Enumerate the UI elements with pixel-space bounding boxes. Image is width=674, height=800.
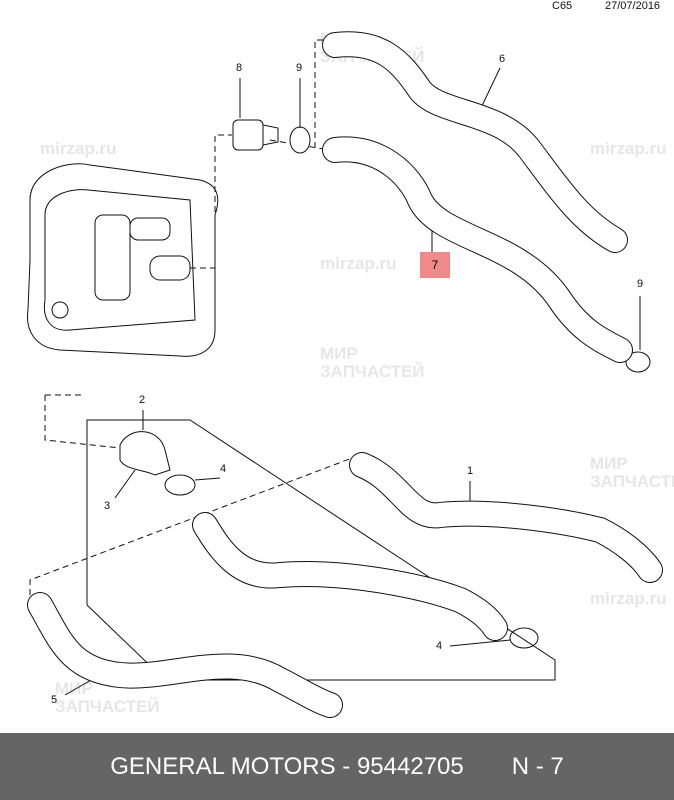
heater-core xyxy=(26,163,219,357)
callout-6: 6 xyxy=(499,53,506,65)
callout-9: 9 xyxy=(637,278,644,290)
callout-9: 9 xyxy=(296,62,303,74)
position-ref: N - 7 xyxy=(511,752,564,780)
callout-7-highlighted[interactable]: 7 xyxy=(420,252,450,278)
diagram-code: C65 xyxy=(552,0,573,12)
group-box xyxy=(86,419,556,681)
diagram-drawing xyxy=(26,0,663,718)
watermark: mirzap.ru xyxy=(590,139,667,158)
callout-8: 8 xyxy=(236,62,243,74)
watermark: mirzap.ru xyxy=(40,139,117,158)
callout-4: 4 xyxy=(220,463,227,475)
diagram-date: 27/07/2016 xyxy=(605,0,661,12)
callout-2: 2 xyxy=(139,394,146,406)
watermark: mirzap.ru xyxy=(320,254,397,273)
callout-1: 1 xyxy=(467,465,474,477)
callout-4: 4 xyxy=(436,640,443,652)
callout-3: 3 xyxy=(104,500,111,512)
part-number: GENERAL MOTORS - 95442705 xyxy=(110,752,464,780)
callout-5: 5 xyxy=(51,694,58,706)
watermark: mirzap.ru xyxy=(590,589,667,608)
footer-bar: GENERAL MOTORS - 95442705 N - 7 xyxy=(0,733,674,800)
